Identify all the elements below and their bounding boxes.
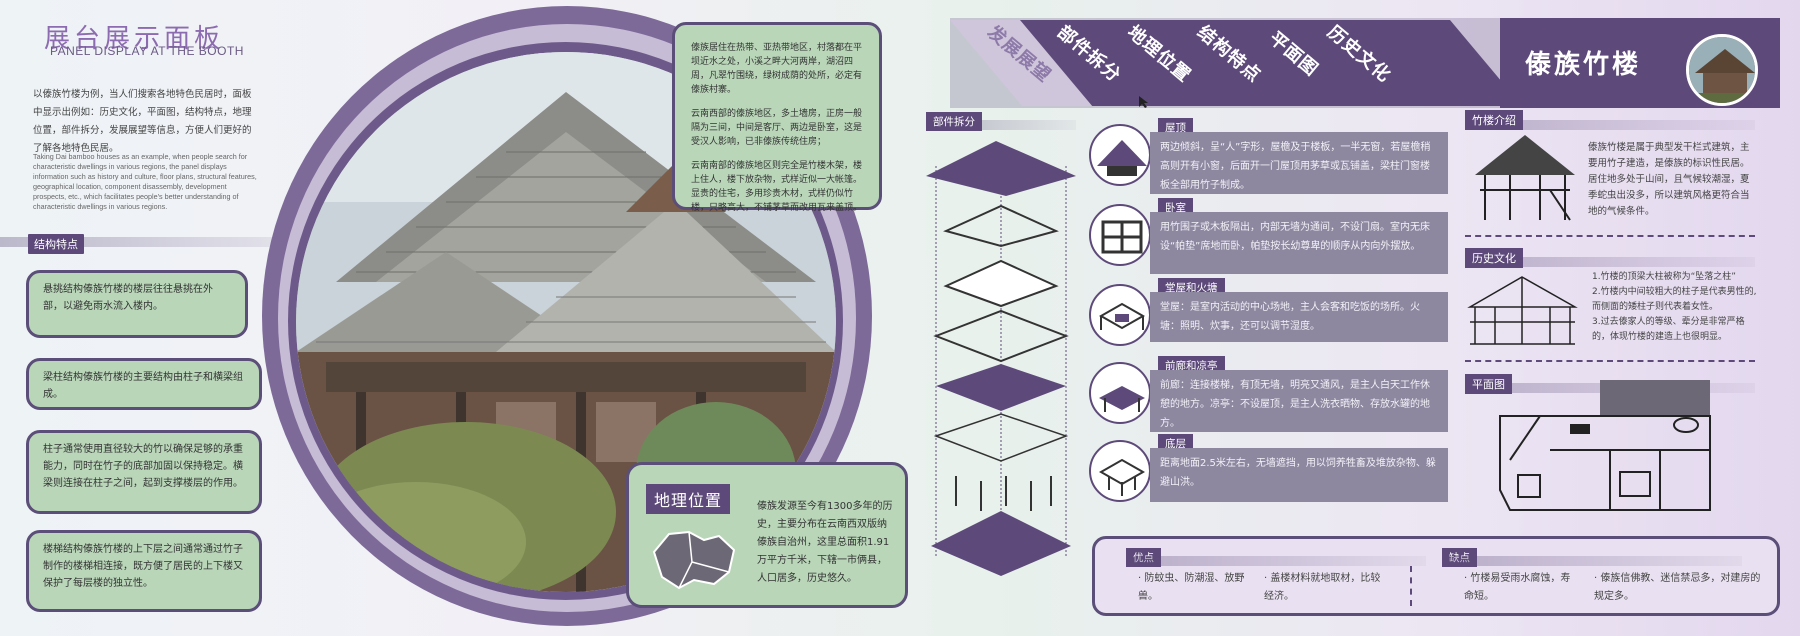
structure-bubble: 梁柱结构傣族竹楼的主要结构由柱子和横梁组成。 (26, 358, 262, 410)
roof-icon (1089, 124, 1151, 186)
intro-text-en: Taking Dai bamboo houses as an example, … (33, 152, 257, 211)
history-label: 历史文化 (1465, 248, 1523, 268)
house-thumbnail (1686, 34, 1758, 106)
geo-title: 地理位置 (646, 484, 731, 514)
structure-bubble: 柱子通常使用直径较大的竹以确保足够的承重能力，同时在竹子的底部加固以保持稳定。横… (26, 430, 262, 514)
section-bar (1465, 257, 1755, 267)
structure-bubble: 楼梯结构傣族竹楼的上下层之间通常通过竹子制作的楼梯相连接，既方便了居民的上下楼又… (26, 530, 262, 612)
section-bar (1442, 556, 1742, 566)
main-title: 傣族竹楼 (1525, 50, 1642, 80)
frame-sketch (1465, 272, 1580, 351)
component-text: 前廊：连接楼梯，有顶无墙，明亮又通风，是主人白天工作休憩的地方。凉亭：不设屋顶，… (1150, 370, 1448, 432)
pros-item: · 防蚊虫、防潮湿、放野兽。 (1138, 573, 1245, 602)
porch-icon (1089, 362, 1151, 424)
history-item: 1.竹楼的顶梁大柱被称为“坠落之柱” (1592, 272, 1736, 282)
hall-icon (1089, 284, 1151, 346)
bedroom-icon (1089, 204, 1151, 266)
cons-item: · 傣族信佛教、迷信禁忌多，对建房的规定多。 (1594, 573, 1761, 602)
overview-paragraph: 云南西部的傣族地区，多土墙房，正房一般隔为三间，中间是客厅、两边是卧室，这是受汉… (691, 109, 863, 147)
history-item: 2.竹楼内中间较粗大的柱子是代表男性的,而侧面的矮柱子则代表着女性。 (1592, 287, 1757, 312)
cursor-icon (1138, 94, 1150, 113)
panel-title: 展台展示面板 (44, 24, 225, 54)
component-text: 用竹围子或木板隔出，内部无墙为通间，不设门扇。室内无床设“帕垫”席地而卧，帕垫按… (1150, 212, 1448, 274)
section-bar (0, 237, 330, 247)
cons-label: 缺点 (1442, 546, 1477, 567)
component-text: 距离地面2.5米左右，无墙遮挡，用以饲养牲畜及堆放杂物、躲避山洪。 (1150, 448, 1448, 502)
pros-label: 优点 (1126, 546, 1161, 567)
pros-cons-card (1092, 536, 1780, 616)
structure-label: 结构特点 (28, 233, 84, 254)
overview-card: 傣族居住在热带、亚热带地区，村落都在平坝近水之处，小溪之畔大河两岸，湖沼四周，凡… (672, 22, 882, 213)
section-bar (1126, 556, 1426, 566)
floor-plan-drawing (1490, 380, 1730, 519)
overview-paragraph: 傣族居住在热带、亚热带地区，村落都在平坝近水之处，小溪之畔大河两岸，湖沼四周，凡… (691, 43, 863, 95)
component-text: 堂屋：是室内活动的中心场地，主人会客和吃饭的场所。火塘：照明、炊事，还可以调节湿… (1150, 292, 1448, 342)
house-sketch (1470, 130, 1580, 229)
section-bar (926, 120, 1076, 130)
divider (1465, 235, 1755, 237)
floorplan-label: 平面图 (1465, 374, 1512, 394)
overview-paragraph: 云南南部的傣族地区则完全是竹楼木架，楼上住人，楼下放杂物，式样近似一大帐篷。显贵… (691, 161, 863, 213)
cons-item: · 竹楼易受雨水腐蚀，寿命短。 (1464, 573, 1571, 602)
intro-text-cn: 以傣族竹楼为例，当人们搜索各地特色民居时，面板中显示出例如：历史文化，平面图，结… (33, 89, 252, 154)
ground-floor-icon (1089, 440, 1151, 502)
section-bar (1465, 120, 1755, 130)
geo-text: 傣族发源至今有1300多年的历史，主要分布在云南西双版纳傣族自治州，这里总面积1… (757, 501, 893, 584)
pros-cons-divider (1410, 566, 1412, 606)
bamboo-intro-text: 傣族竹楼是属于典型发干栏式建筑，主要用竹子建造，是傣族的标识性民居。居住地多处于… (1588, 142, 1750, 217)
component-text: 两边倾斜，呈“人”字形，屋檐及于楼板，一半无窗，若屋檐稍高则开有小窗，后面开一门… (1150, 132, 1448, 194)
panel-subtitle: PANEL DISPLAY AT THE BOOTH (50, 44, 244, 58)
history-item: 3.过去傣家人的等级、辈分是非常严格的，体现竹楼的建造上也很明显。 (1592, 317, 1745, 342)
exploded-diagram (926, 136, 1076, 580)
bamboo-intro-label: 竹楼介绍 (1465, 110, 1523, 130)
components-label: 部件拆分 (926, 110, 982, 131)
structure-bubble: 悬挑结构傣族竹楼的楼层往往悬挑在外部，以避免雨水流入楼内。 (26, 270, 248, 338)
pros-item: · 盖楼材料就地取材，比较经济。 (1264, 573, 1381, 602)
divider (1465, 360, 1755, 362)
history-list: 1.竹楼的顶梁大柱被称为“坠落之柱” 2.竹楼内中间较粗大的柱子是代表男性的,而… (1592, 270, 1762, 345)
map-icon (644, 522, 744, 596)
